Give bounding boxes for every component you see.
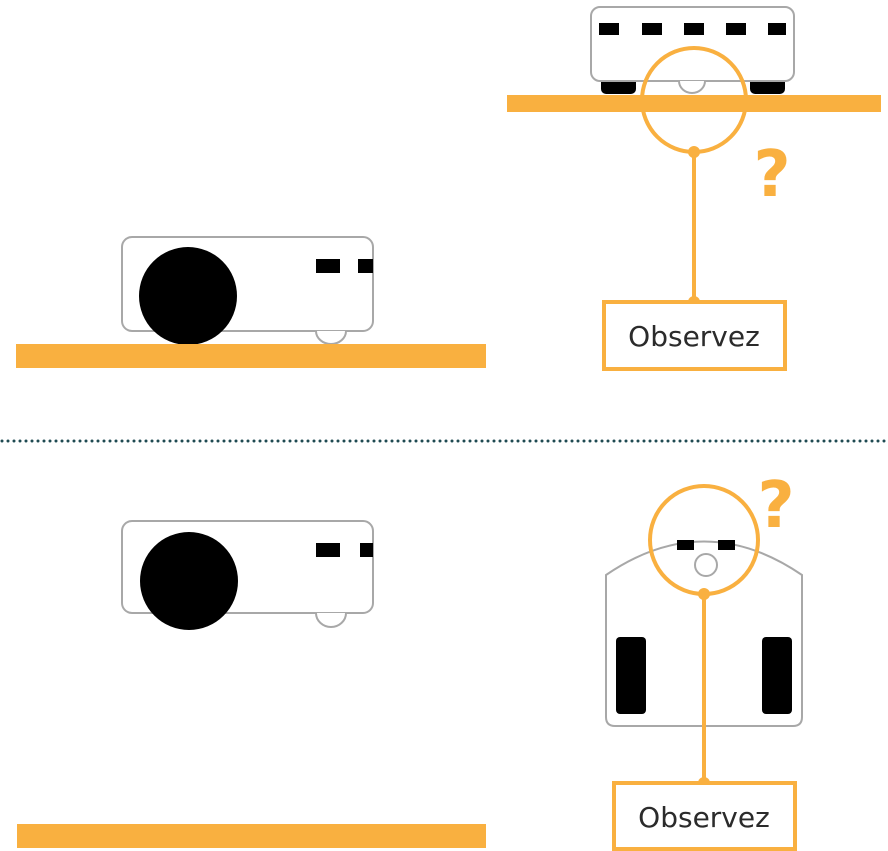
robot-sensor [599,23,619,35]
top-scene: Observez ? [16,7,881,369]
robot-side-view-bottom [122,521,373,630]
robot-sensor [677,540,694,550]
robot-wheel [139,247,237,345]
bottom-scene: Observez ? [17,469,802,849]
robot-caster [316,613,346,627]
robot-sensor [768,23,786,35]
ground-surface [16,344,486,368]
ground-surface [507,95,881,112]
robot-sensor [684,23,704,35]
callout-dot [688,146,700,158]
question-mark: ? [757,469,794,543]
robot-caster [679,81,705,93]
robot-sensor [360,543,373,557]
robot-sensor [358,259,373,273]
callout-dot [698,588,710,600]
robot-caster [316,331,346,344]
robot-wheel [140,532,238,630]
ground-surface [17,824,486,848]
question-mark: ? [753,138,790,212]
robot-front-view-top [591,7,794,94]
robot-sensor [642,23,662,35]
observe-label: Observez [628,320,760,353]
robot-sensor [718,540,735,550]
robot-sensor [316,259,340,273]
robot-body [591,7,794,81]
robot-side-view-top [122,237,373,345]
robot-wheel-right [762,637,792,714]
robot-wheel-left [616,637,646,714]
robot-caster [695,554,717,576]
robot-sensor [726,23,746,35]
robot-sensor [316,543,340,557]
observe-label: Observez [638,801,770,834]
